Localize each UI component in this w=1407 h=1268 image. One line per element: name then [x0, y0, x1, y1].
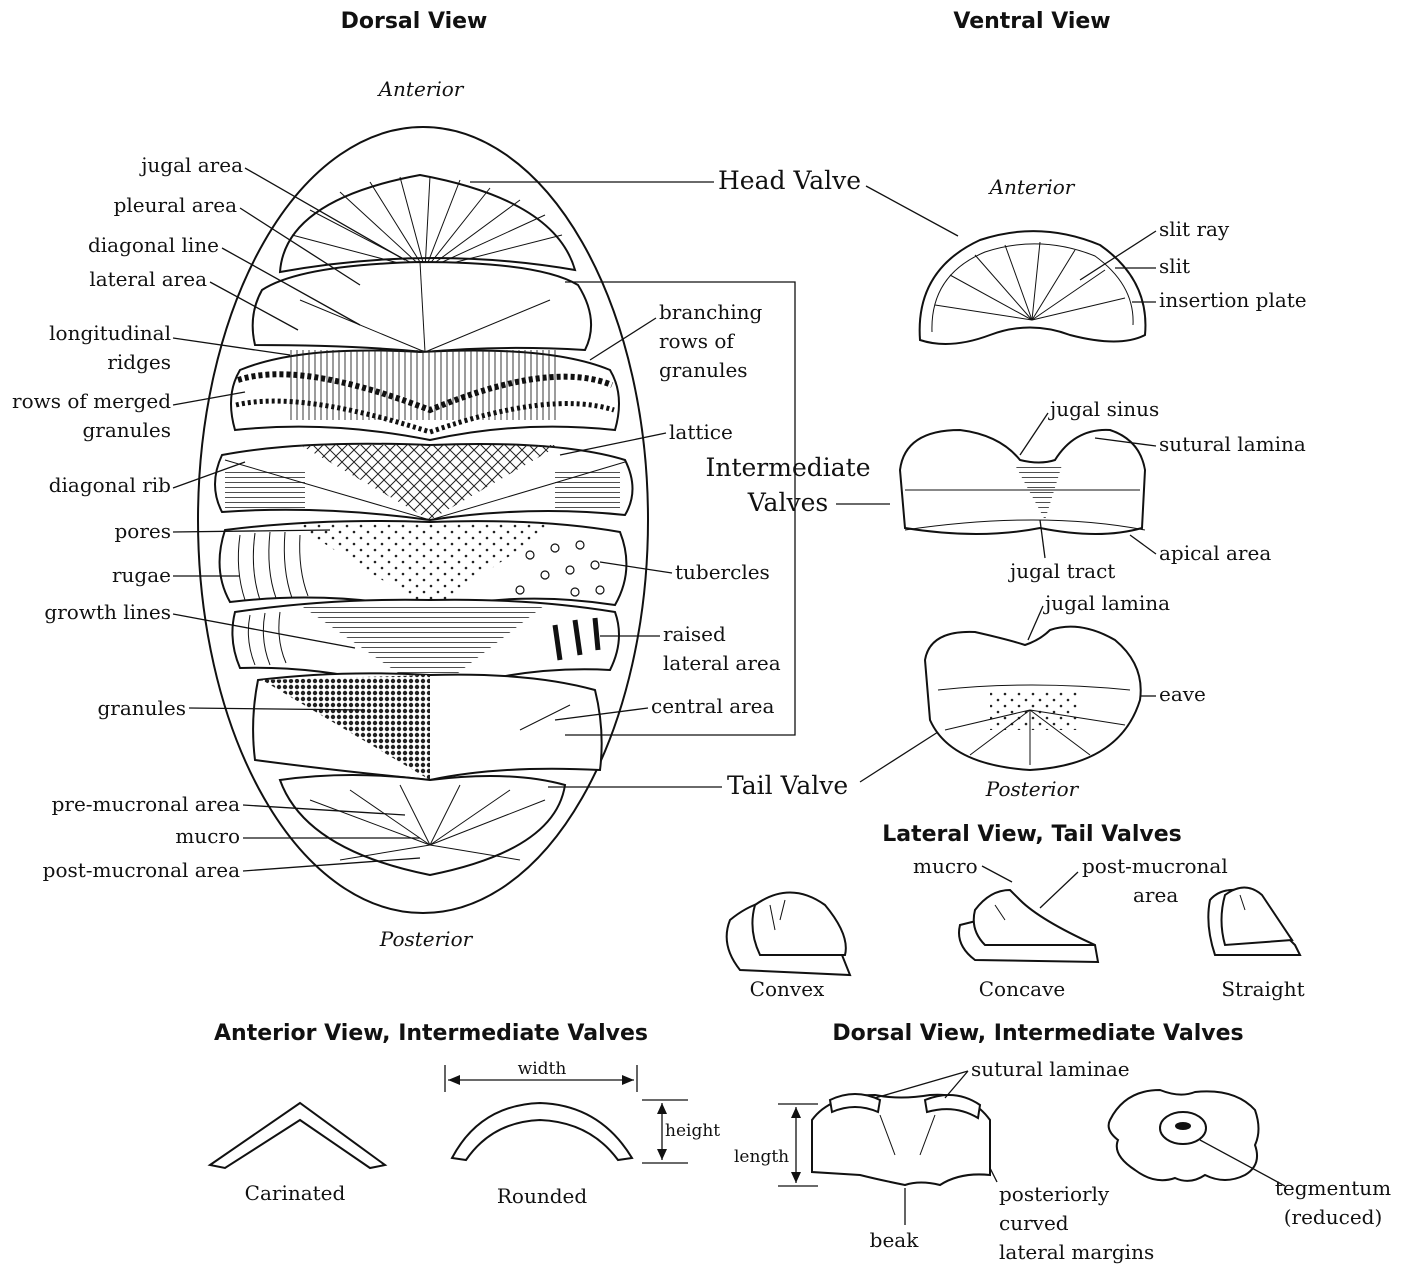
label-longitudinal: longitudinal — [49, 321, 171, 345]
posteriorly-curved-valve — [812, 1094, 990, 1185]
valve-2-ridges — [231, 350, 619, 440]
label-insertion-plate: insertion plate — [1159, 288, 1307, 312]
label-sutural-lamina: sutural lamina — [1159, 432, 1306, 456]
carinated-valve — [210, 1103, 385, 1168]
label-concave: Concave — [979, 977, 1065, 1001]
label-post-mucronal-1: post-mucronal — [1082, 854, 1228, 878]
label-apical-area: apical area — [1159, 541, 1271, 565]
label-slit-ray: slit ray — [1159, 217, 1230, 241]
label-lateral-area: lateral area — [89, 267, 207, 291]
label-post-curved-1: posteriorly — [999, 1182, 1110, 1206]
lateral-view-title: Lateral View, Tail Valves — [882, 822, 1182, 847]
label-branching: branching — [659, 300, 763, 324]
label-rows-merged: rows of merged — [12, 389, 171, 413]
lateral-view-tail-valves: Lateral View, Tail Valves Convex Concave… — [727, 822, 1305, 1001]
label-pre-mucronal-area: pre-mucronal area — [52, 792, 240, 816]
label-width: width — [518, 1059, 567, 1079]
label-branching-granules: granules — [659, 358, 748, 382]
label-convex: Convex — [750, 977, 825, 1001]
convex-valve — [727, 893, 850, 976]
label-diagonal-line: diagonal line — [88, 233, 219, 257]
label-carinated: Carinated — [245, 1181, 346, 1205]
label-lattice: lattice — [669, 420, 733, 444]
label-beak: beak — [870, 1228, 920, 1252]
label-eave: eave — [1159, 682, 1206, 706]
label-pores: pores — [114, 519, 171, 543]
anterior-view-intermediate: Anterior View, Intermediate Valves Carin… — [210, 1021, 720, 1208]
reduced-tegmentum-valve — [1109, 1090, 1259, 1181]
label-height: height — [665, 1121, 720, 1141]
dorsal-anterior-label: Anterior — [377, 77, 465, 101]
label-length: length — [734, 1147, 789, 1167]
label-sutural-laminae: sutural laminae — [971, 1057, 1130, 1081]
ventral-tail-valve — [925, 627, 1141, 770]
label-jugal-sinus: jugal sinus — [1048, 397, 1159, 421]
ventral-posterior-label: Posterior — [985, 777, 1080, 801]
label-jugal-area: jugal area — [139, 153, 243, 177]
label-tegmentum: tegmentum — [1275, 1176, 1391, 1200]
concave-valve — [959, 890, 1098, 962]
label-tegmentum-reduced: (reduced) — [1284, 1205, 1383, 1229]
label-raised-lateral-area: lateral area — [663, 651, 781, 675]
valve-6-granules — [253, 673, 602, 780]
dorsal-view-intermediate: Dorsal View, Intermediate Valves sutural… — [734, 1021, 1391, 1264]
rounded-valve — [452, 1103, 632, 1160]
dorsal-view-title: Dorsal View — [341, 9, 488, 34]
label-post-mucronal-area: post-mucronal area — [43, 858, 240, 882]
label-post-curved-3: lateral margins — [999, 1240, 1154, 1264]
label-head-valve: Head Valve — [718, 166, 861, 195]
label-rugae: rugae — [112, 563, 171, 587]
label-rows-merged-granules: granules — [82, 418, 171, 442]
valve-3-lattice — [215, 444, 633, 520]
label-central-area: central area — [651, 694, 775, 718]
dorsal-posterior-label: Posterior — [379, 927, 474, 951]
ventral-view-title: Ventral View — [953, 9, 1110, 34]
label-tail-valve: Tail Valve — [727, 771, 848, 800]
label-slit: slit — [1159, 254, 1190, 278]
ventral-head-valve — [920, 231, 1146, 344]
valve-4-pores — [220, 521, 627, 610]
ventral-view: Anterior Posterior slit ray slit inserti… — [900, 175, 1307, 801]
dorsal-int-title: Dorsal View, Intermediate Valves — [832, 1021, 1243, 1046]
dorsal-view: Anterior Posterior — [12, 77, 958, 951]
label-mucro: mucro — [175, 824, 240, 848]
label-jugal-tract: jugal tract — [1008, 559, 1115, 583]
label-granules: granules — [97, 696, 186, 720]
label-ridges: ridges — [107, 350, 171, 374]
label-post-curved-2: curved — [999, 1211, 1069, 1235]
label-lat-mucro: mucro — [913, 854, 978, 878]
label-pleural-area: pleural area — [114, 193, 237, 217]
label-intermediate: Intermediate — [705, 453, 870, 482]
label-straight: Straight — [1221, 977, 1304, 1001]
label-growth-lines: growth lines — [44, 600, 171, 624]
straight-valve — [1208, 888, 1300, 956]
ventral-anterior-label: Anterior — [988, 175, 1076, 199]
label-diagonal-rib: diagonal rib — [49, 473, 171, 497]
ventral-intermediate-valve — [900, 430, 1145, 534]
valve-1-plain — [253, 262, 591, 352]
label-tubercles: tubercles — [675, 560, 770, 584]
label-post-mucronal-2: area — [1133, 883, 1178, 907]
label-valves: Valves — [747, 488, 828, 517]
label-rows-of: rows of — [659, 329, 735, 353]
label-jugal-lamina: jugal lamina — [1043, 591, 1170, 615]
label-rounded: Rounded — [497, 1184, 588, 1208]
anterior-view-title: Anterior View, Intermediate Valves — [214, 1021, 648, 1046]
label-raised: raised — [663, 622, 726, 646]
